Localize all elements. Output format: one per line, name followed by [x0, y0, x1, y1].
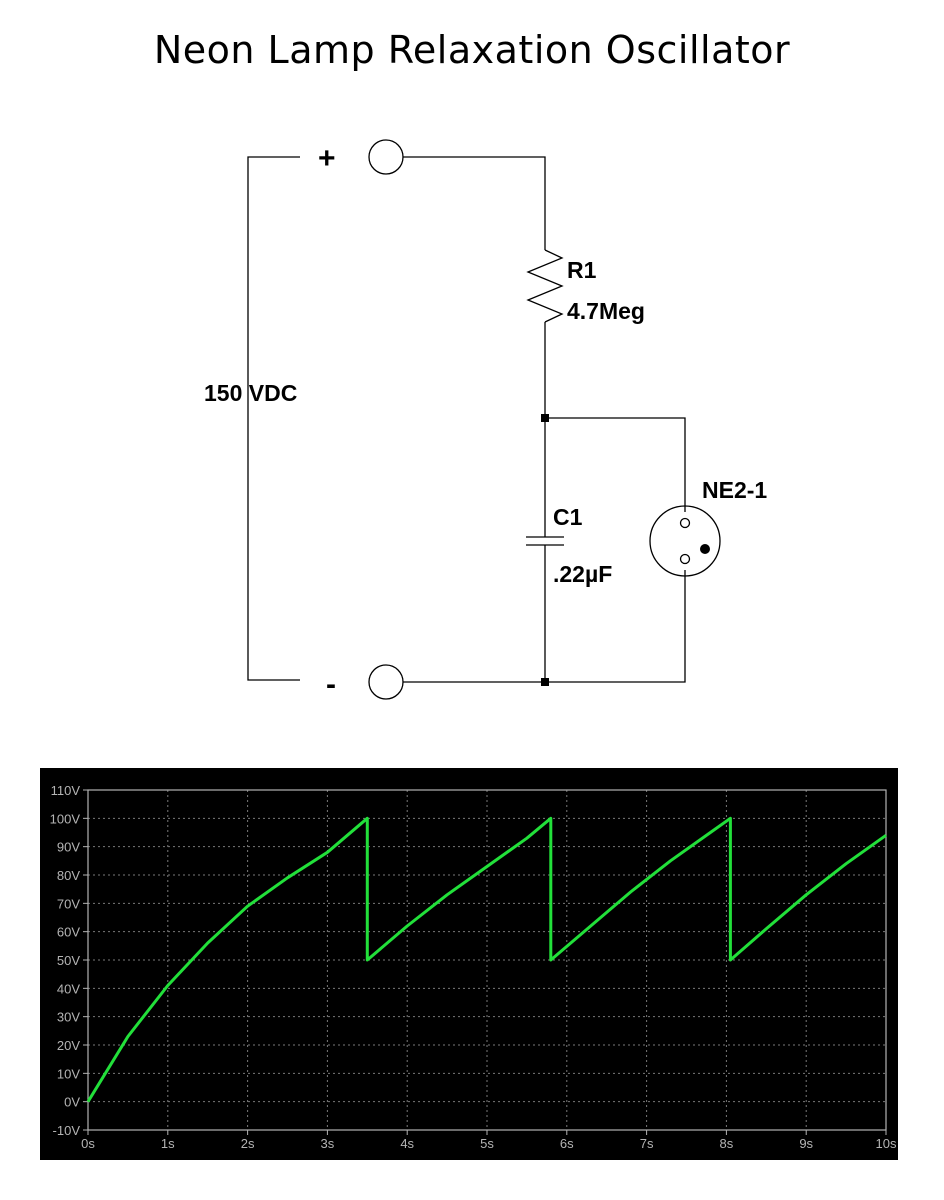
x-tick-label: 10s	[876, 1136, 897, 1151]
bottom-wire	[403, 570, 686, 683]
lamp-electrode-top	[679, 517, 691, 529]
y-tick-label: 0V	[64, 1095, 80, 1110]
x-tick-label: 0s	[81, 1136, 95, 1151]
y-tick-label: 100V	[50, 811, 81, 826]
plus-terminal	[368, 139, 404, 175]
capacitor-name-label: C1	[553, 504, 583, 530]
minus-terminal	[368, 664, 404, 700]
resistor-name-label: R1	[567, 257, 597, 283]
x-tick-label: 5s	[480, 1136, 494, 1151]
y-tick-label: 70V	[57, 896, 80, 911]
x-tick-label: 2s	[241, 1136, 255, 1151]
y-tick-label: 90V	[57, 840, 80, 855]
plot-background	[40, 768, 898, 1160]
junction-node-bottom	[541, 678, 549, 686]
resistor-value-label: 4.7Meg	[567, 298, 645, 324]
x-tick-label: 6s	[560, 1136, 574, 1151]
source-voltage-label: 150 VDC	[204, 380, 297, 406]
plot-frame	[87, 789, 887, 1131]
junction-node-top	[541, 414, 549, 422]
y-tick-label: 50V	[57, 953, 80, 968]
y-tick-label: 110V	[51, 783, 81, 798]
resistor-symbol	[526, 249, 564, 323]
schematic: + - 150 VDC R1 4.7Meg C1 .22µF NE2-1	[204, 139, 767, 701]
lamp-name-label: NE2-1	[702, 477, 767, 503]
top-wire	[403, 156, 546, 250]
lamp-electrode-bottom	[679, 553, 691, 565]
y-tick-label: 30V	[57, 1010, 80, 1025]
lamp-top-wire	[545, 417, 686, 512]
x-tick-label: 1s	[161, 1136, 175, 1151]
voltage-plot: 0s 1s 2s 3s 4s 5s 6s 7s 8s 9s 10s 110V 100V 90V 80V 70V…	[40, 768, 898, 1160]
y-tick-label: 20V	[57, 1038, 80, 1053]
x-tick-label: 9s	[799, 1136, 813, 1151]
x-tick-label: 3s	[321, 1136, 335, 1151]
x-tick-label: 4s	[400, 1136, 414, 1151]
page-title: Neon Lamp Relaxation Oscillator	[153, 28, 791, 72]
y-tick-label: 60V	[57, 925, 80, 940]
y-tick-label: -10V	[53, 1123, 81, 1138]
x-tick-label: 7s	[640, 1136, 654, 1151]
y-tick-label: 10V	[57, 1066, 80, 1081]
y-tick-label: 40V	[57, 981, 80, 996]
y-tick-label: 80V	[57, 868, 80, 883]
plus-label: +	[318, 142, 336, 175]
x-tick-label: 8s	[720, 1136, 734, 1151]
capacitor-value-label: .22µF	[553, 561, 612, 587]
source-wire-left	[247, 156, 300, 681]
minus-label: -	[326, 668, 336, 701]
neon-lamp-symbol	[649, 505, 721, 577]
lamp-gas-dot	[700, 544, 710, 554]
